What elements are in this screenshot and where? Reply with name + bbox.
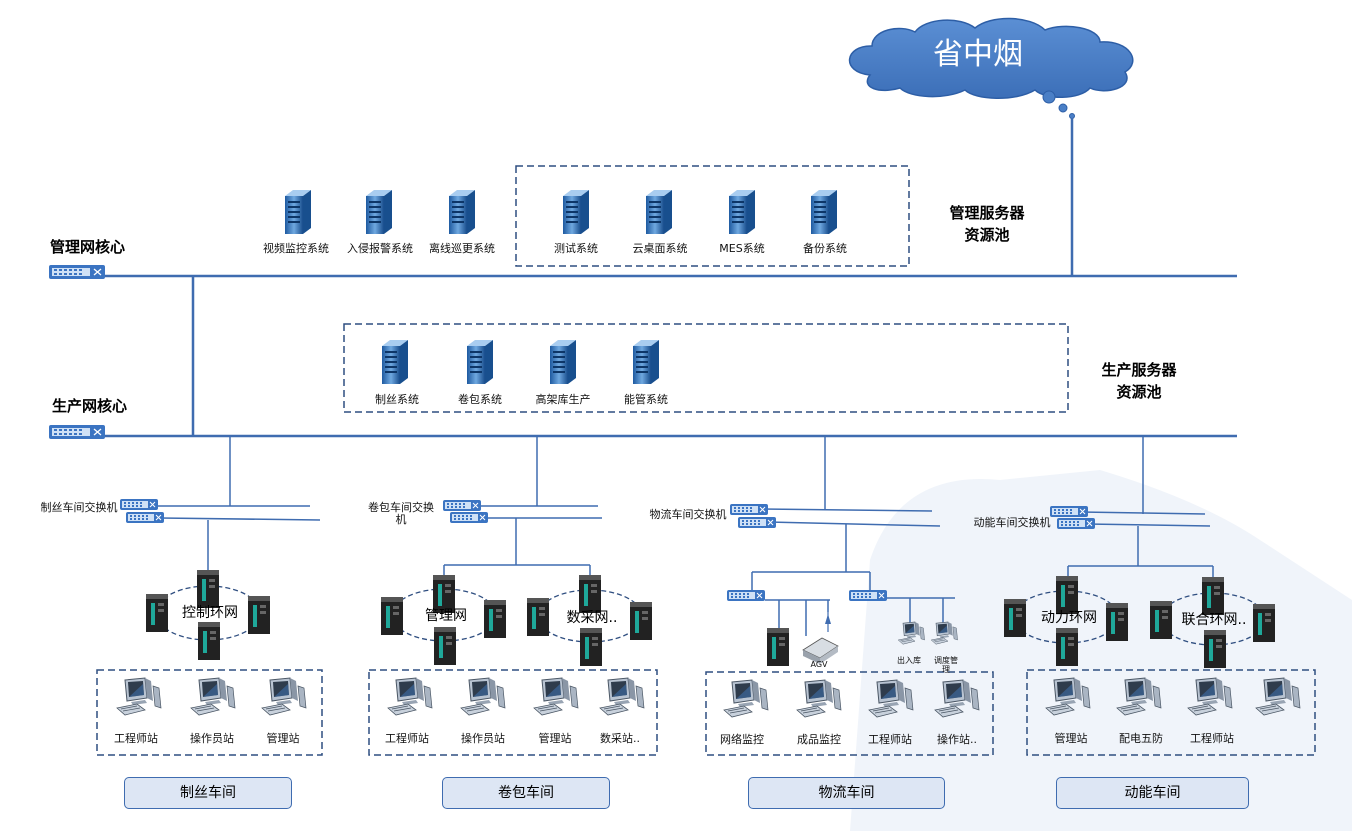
prod-core-switch-icon: [48, 424, 106, 440]
wuliu-station-product: 成品监控: [797, 733, 841, 746]
server-label-energy: 能管系统: [624, 393, 668, 406]
workshop-dongneng-button[interactable]: 动能车间: [1056, 777, 1249, 809]
server-label-cloud-desktop: 云桌面系统: [632, 242, 688, 255]
prod-pool-label-2: 资源池: [1116, 383, 1162, 401]
dongneng-ring-joint-label: 联合环网..: [1181, 612, 1247, 628]
zhisi-station-eng: 工程师站: [114, 732, 158, 745]
dongneng-station-eng: 工程师站: [1190, 732, 1234, 745]
workshop-wuliu-button[interactable]: 物流车间: [748, 777, 945, 809]
mgmt-pool-label-1: 管理服务器: [949, 204, 1025, 222]
prod-core-label: 生产网核心: [52, 397, 128, 415]
agv-label: AGV: [810, 660, 828, 669]
juanbao-station-op: 操作员站: [461, 732, 505, 745]
mgmt-server-icons: [285, 190, 837, 234]
dongneng-station-power: 配电五防: [1119, 732, 1163, 745]
server-label-intrusion: 入侵报警系统: [347, 242, 413, 255]
inout-label: 出入库: [897, 656, 921, 665]
server-label-test: 测试系统: [554, 242, 598, 255]
wuliu-station-netmon: 网络监控: [720, 733, 764, 746]
server-label-zhisi: 制丝系统: [375, 393, 419, 406]
wuliu-station-eng: 工程师站: [868, 733, 912, 746]
juanbao-station-mgmt: 管理站: [538, 732, 572, 745]
juanbao-ring-daq-label: 数采网..: [566, 610, 618, 626]
dongneng-station-mgmt: 管理站: [1054, 732, 1088, 745]
server-label-mes: MES系统: [719, 242, 765, 255]
mgmt-core-label: 管理网核心: [50, 238, 126, 256]
wuliu-station-op: 操作站..: [937, 733, 977, 746]
mgmt-pool-label-2: 资源池: [964, 226, 1010, 244]
workshop-zhisi-button[interactable]: 制丝车间: [124, 777, 292, 809]
server-label-patrol: 离线巡更系统: [429, 242, 495, 255]
mgmt-core-switch-icon: [48, 264, 106, 280]
zhisi-station-op: 操作员站: [190, 732, 234, 745]
zhisi-ring-label: 控制环网: [182, 605, 238, 621]
zhisi-switch-label: 制丝车间交换机: [40, 501, 118, 514]
prod-pool-label-1: 生产服务器: [1101, 361, 1177, 379]
dongneng-ring-power-label: 动力环网: [1041, 610, 1097, 626]
zhisi-station-mgmt: 管理站: [266, 732, 300, 745]
cloud-label: 省中烟: [933, 37, 1023, 72]
juanbao-station-daq: 数采站..: [600, 732, 640, 745]
workshop-juanbao-button[interactable]: 卷包车间: [442, 777, 610, 809]
server-label-video: 视频监控系统: [263, 242, 329, 255]
server-label-juanbao: 卷包系统: [458, 393, 502, 406]
dispatch-label: 调度管理: [934, 656, 958, 674]
dongneng-switch-label: 动能车间交换机: [973, 516, 1051, 529]
server-label-backup: 备份系统: [803, 242, 847, 255]
cloud-icon: [848, 17, 1134, 119]
prod-server-icons: [382, 340, 659, 384]
agv-icon: [802, 612, 839, 664]
juanbao-station-eng: 工程师站: [385, 732, 429, 745]
juanbao-switch-label: 卷包车间交换机: [368, 501, 434, 526]
wuliu-switch-label: 物流车间交换机: [649, 508, 727, 521]
juanbao-ring-mgmt-label: 管理网: [425, 608, 467, 624]
server-label-highbay: 高架库生产: [535, 393, 591, 406]
